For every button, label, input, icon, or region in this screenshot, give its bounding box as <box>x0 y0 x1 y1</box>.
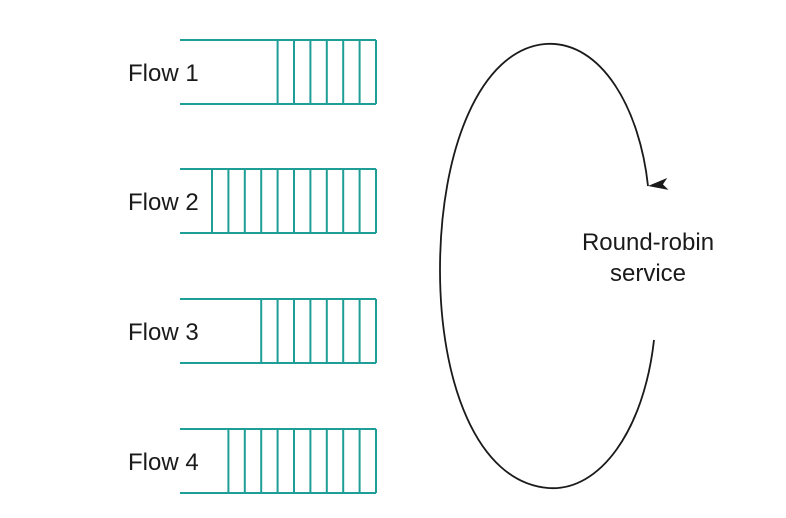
service-label-line1: Round-robin <box>582 229 714 256</box>
flow-label: Flow 4 <box>128 449 199 476</box>
flow-queues: Flow 1 Flow 2 Flow 3 Flow 4 <box>128 39 377 494</box>
service-label-line2: service <box>610 260 686 287</box>
flow-label: Flow 1 <box>128 60 199 87</box>
flow-1-queue: Flow 1 <box>128 39 377 105</box>
flow-2-queue: Flow 2 <box>128 168 377 234</box>
flow-4-queue: Flow 4 <box>128 428 377 494</box>
flow-label: Flow 3 <box>128 319 199 346</box>
cycle-arrow <box>439 43 669 489</box>
round-robin-cycle <box>439 43 669 489</box>
flow-label: Flow 2 <box>128 189 199 216</box>
flow-3-queue: Flow 3 <box>128 298 377 364</box>
